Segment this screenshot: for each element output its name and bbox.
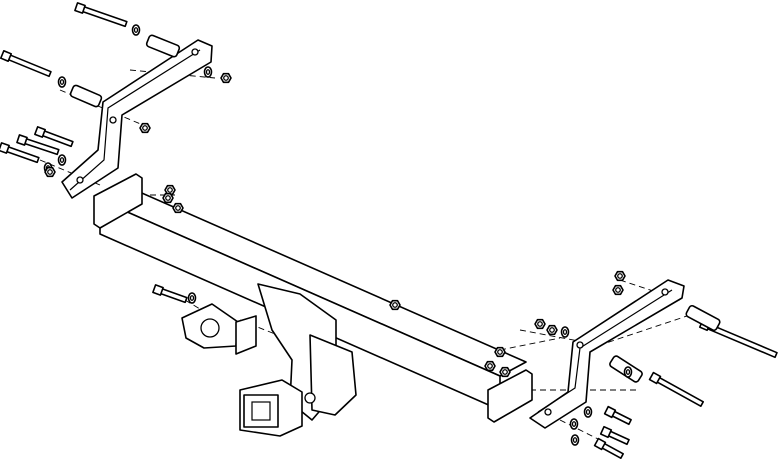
bolt-head xyxy=(648,371,662,385)
nut-hole xyxy=(223,75,229,81)
right-bracket-flange xyxy=(537,289,673,413)
bolt-head xyxy=(0,49,13,63)
right-side-bracket xyxy=(529,279,685,429)
washer-hole xyxy=(571,421,577,427)
bolt-head xyxy=(16,134,28,146)
nut-hole xyxy=(497,349,503,355)
receiver-side-plate xyxy=(309,334,357,416)
socket-hole xyxy=(200,318,220,338)
bolt-head xyxy=(152,284,164,296)
bolt-shank xyxy=(4,52,52,78)
crossbar-right-end-plate xyxy=(487,369,533,423)
nut-hole xyxy=(615,287,621,293)
nut-hole xyxy=(165,195,171,201)
bolt-head xyxy=(0,142,10,154)
left-bracket-flange xyxy=(69,49,201,191)
bracket-hole xyxy=(109,116,117,124)
washer-hole xyxy=(625,369,631,375)
socket-bracket xyxy=(235,315,257,355)
bracket-hole xyxy=(661,288,669,296)
receiver-opening xyxy=(243,394,279,428)
nut-hole xyxy=(537,321,543,327)
nut-hole xyxy=(175,205,181,211)
nut-hole xyxy=(392,302,398,308)
left-side-bracket xyxy=(61,39,213,199)
washer-hole xyxy=(572,437,578,443)
bolt-head xyxy=(599,425,613,439)
nut-hole xyxy=(47,169,53,175)
spacer-tube xyxy=(685,304,721,332)
bracket-hole xyxy=(76,176,84,184)
bolt-head xyxy=(34,126,46,138)
bolt-head xyxy=(593,437,607,451)
nut-hole xyxy=(487,363,493,369)
bolt-shank xyxy=(652,375,705,407)
nut-hole xyxy=(502,369,508,375)
bolt-head xyxy=(603,405,617,419)
assembly-guide-lines xyxy=(39,69,691,441)
washer-hole xyxy=(59,79,65,85)
nut-hole xyxy=(142,125,148,131)
nut-hole xyxy=(549,327,555,333)
washer-hole xyxy=(562,329,568,335)
washer-hole xyxy=(189,295,195,301)
spacer-tube xyxy=(69,84,103,108)
bracket-hole xyxy=(576,341,584,349)
bolt-head xyxy=(74,2,86,14)
pin-hole xyxy=(304,392,316,404)
spacer-tube xyxy=(145,34,181,58)
washer-hole xyxy=(59,157,65,163)
washer-hole xyxy=(585,409,591,415)
washer-hole xyxy=(133,27,139,33)
bracket-hole xyxy=(544,408,552,416)
bracket-hole xyxy=(191,48,199,56)
bolt-shank xyxy=(78,4,128,28)
washer-hole xyxy=(205,69,211,75)
nut-hole xyxy=(167,187,173,193)
nut-hole xyxy=(617,273,623,279)
receiver-inner xyxy=(251,401,271,421)
crossbar-left-end-plate xyxy=(93,173,143,229)
